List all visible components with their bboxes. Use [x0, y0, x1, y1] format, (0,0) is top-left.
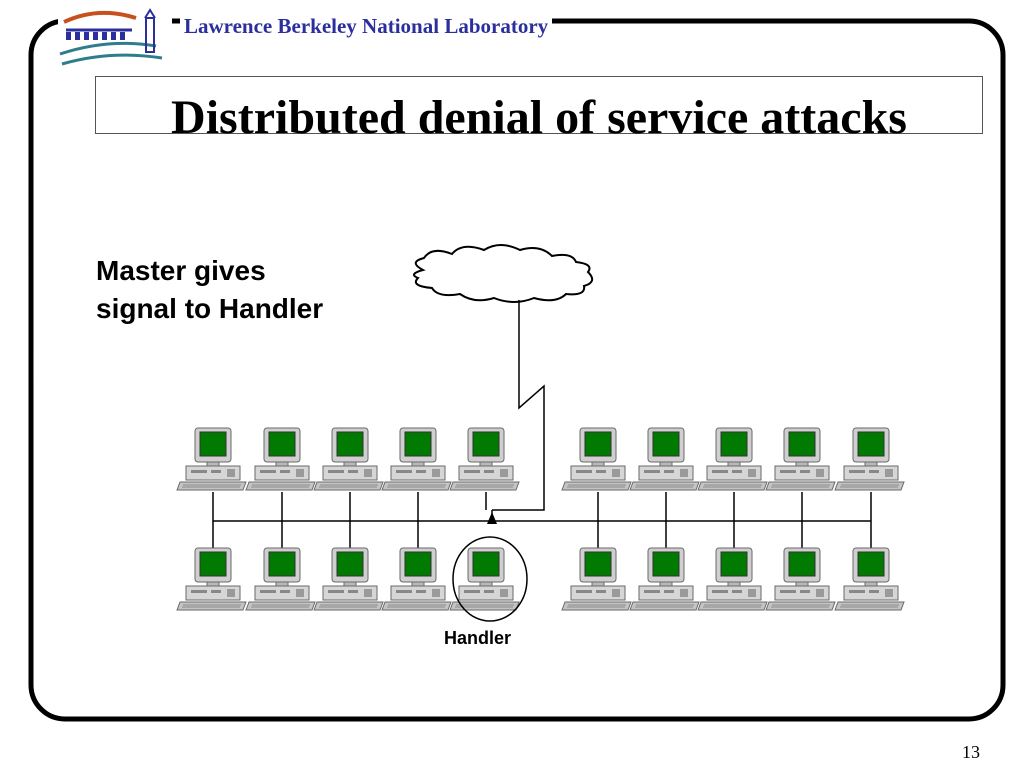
- computer-icon: [245, 427, 316, 491]
- computer-icon: [561, 547, 632, 611]
- handler-label: Handler: [444, 628, 512, 648]
- page-number: 13: [962, 742, 980, 762]
- caption: Master gives signal to Handler: [96, 252, 323, 328]
- caption-line: Master gives: [96, 255, 266, 286]
- computer-row-top: [176, 427, 905, 491]
- computer-icon: [313, 547, 384, 611]
- lab-name: Lawrence Berkeley National Laboratory: [180, 14, 553, 39]
- computer-icon: [629, 547, 700, 611]
- bus-drops: [212, 492, 872, 550]
- handler-highlight: [452, 536, 528, 622]
- caption-line: signal to Handler: [96, 293, 324, 324]
- computer-icon: [629, 427, 700, 491]
- title-box: [95, 76, 983, 134]
- computer-icon: [765, 547, 836, 611]
- computer-icon: [834, 427, 905, 491]
- master-cloud: [413, 244, 594, 303]
- computer-icon: [381, 547, 452, 611]
- computer-icon: [176, 427, 247, 491]
- computer-icon: [697, 547, 768, 611]
- computer-icon: [561, 427, 632, 491]
- computer-icon: [176, 547, 247, 611]
- computer-icon: [313, 427, 384, 491]
- handler-computer-icon: [449, 547, 520, 611]
- signal-line: [492, 300, 545, 511]
- lbnl-logo: [58, 8, 172, 70]
- computer-row-bottom: [176, 547, 905, 611]
- computer-icon: [834, 547, 905, 611]
- computer-icon: [765, 427, 836, 491]
- computer-icon: [245, 547, 316, 611]
- computer-icon: [381, 427, 452, 491]
- computer-icon: [449, 427, 520, 491]
- slide-title: Distributed denial of service attacks: [171, 91, 907, 144]
- computer-icon: [697, 427, 768, 491]
